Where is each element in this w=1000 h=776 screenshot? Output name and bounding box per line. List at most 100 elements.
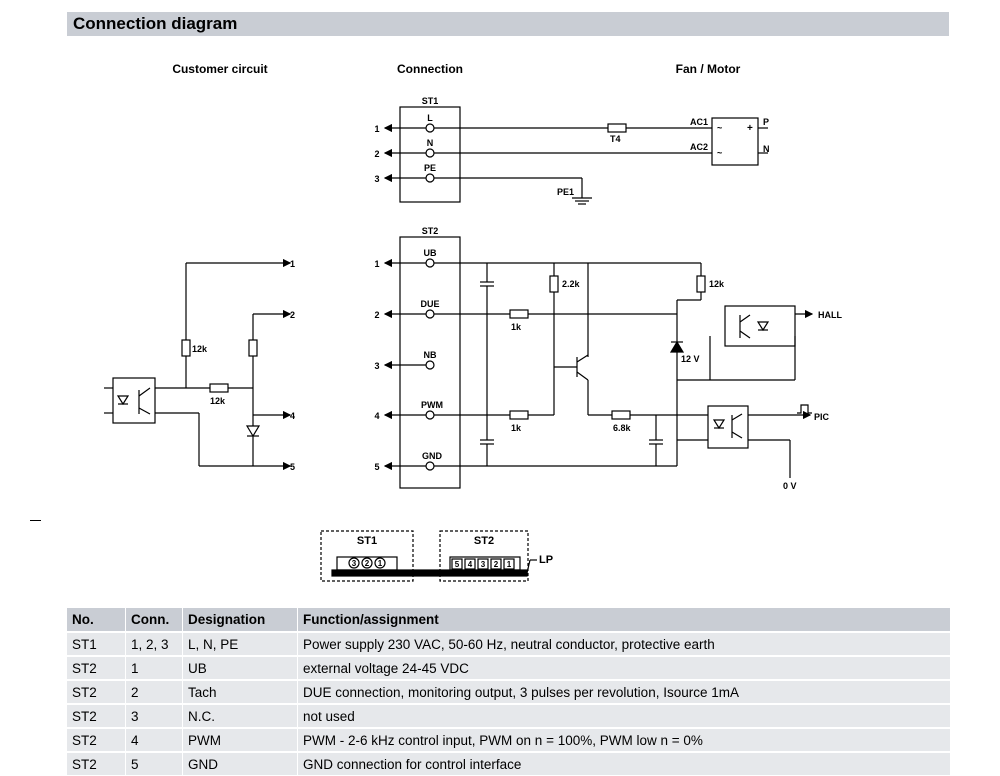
cell-conn: 1, 2, 3 [125,631,183,656]
table-header-row: No. Conn. Designation Function/assignmen… [67,608,950,632]
st1-pin-l: L [427,113,433,123]
st1-num-3: 3 [374,174,379,184]
cell-no: ST2 [67,655,126,680]
plug-st2-pin-5: 5 [455,560,460,569]
st2-pin-due: DUE [420,299,439,309]
plug-st2-pin-1: 1 [507,560,512,569]
connection-label: Connection [397,62,463,76]
zero-v-label: 0 V [783,481,797,491]
st1-pin-pe: PE [424,163,436,173]
plug-lp-label: LP [539,554,553,566]
customer-circuit: 1 2 4 5 12k 12k [104,258,295,472]
plug-st1-pin-1: 1 [378,559,383,568]
tilde-label-1: ~ [717,123,722,133]
r-1k-a-label: 1k [511,322,522,332]
cell-designation: GND [182,751,298,775]
cell-no: ST2 [67,751,126,775]
st2-pin-nb: NB [424,350,437,360]
cell-no: ST1 [67,631,126,656]
cell-no: ST2 [67,727,126,752]
st1-pin-n: N [427,138,434,148]
cell-no: ST2 [67,679,126,704]
pic-label: PIC [814,412,830,422]
st2-num-1: 1 [374,259,379,269]
cell-conn: 5 [125,751,183,775]
cell-conn: 4 [125,727,183,752]
pe1-label: PE1 [557,187,574,197]
ac1-label: AC1 [690,117,708,127]
st1-num-2: 2 [374,149,379,159]
st1-connector: ST1 L N PE 1 2 3 T4 AC1 [374,96,770,205]
cust-num-2: 2 [290,310,295,320]
cell-designation: N.C. [182,703,298,728]
fan-motor-label: Fan / Motor [676,62,741,76]
col-header-designation: Designation [182,608,298,632]
hall-label: HALL [818,310,842,320]
r-6k8-label: 6.8k [613,423,632,433]
r-1k-b-label: 1k [511,423,522,433]
cell-conn: 3 [125,703,183,728]
n-label: N [763,144,770,154]
plug-st2-pin-3: 3 [481,560,486,569]
st2-pin-gnd: GND [422,451,443,461]
cell-function: external voltage 24-45 VDC [297,655,950,680]
r-2k2-label: 2.2k [562,279,581,289]
cust-num-4: 4 [290,411,295,421]
plug-st2-pin-2: 2 [494,560,499,569]
col-header-conn: Conn. [125,608,183,632]
cell-designation: L, N, PE [182,631,298,656]
p-label: P [763,117,769,127]
tilde-label-2: ~ [717,148,722,158]
cust-r12k-a: 12k [192,344,208,354]
plug-st1-pin-2: 2 [365,559,370,568]
table-row: ST2 3 N.C. not used [67,703,950,728]
st2-pin-ub: UB [424,248,437,258]
customer-circuit-label: Customer circuit [172,62,267,76]
table-row: ST2 1 UB external voltage 24-45 VDC [67,655,950,680]
cell-designation: UB [182,655,298,680]
plug-st1-pin-3: 3 [352,559,357,568]
cell-no: ST2 [67,703,126,728]
table-row: ST2 2 Tach DUE connection, monitoring ou… [67,679,950,704]
col-header-function: Function/assignment [297,608,950,632]
st2-num-5: 5 [374,462,379,472]
plus-label: + [747,123,753,134]
plug-st1-label: ST1 [357,535,377,547]
table-row: ST1 1, 2, 3 L, N, PE Power supply 230 VA… [67,631,950,656]
plug-st2-pin-4: 4 [468,560,473,569]
margin-dash [30,520,41,521]
pin-assignment-table: No. Conn. Designation Function/assignmen… [67,608,950,775]
fuse-t4-label: T4 [610,134,621,144]
cust-num-5: 5 [290,462,295,472]
st2-connector: ST2 UB DUE NB PWM GND 1 2 3 4 5 [374,226,842,491]
cust-num-1: 1 [290,259,295,269]
st2-num-3: 3 [374,361,379,371]
cell-function: PWM - 2-6 kHz control input, PWM on n = … [297,727,950,752]
col-header-no: No. [67,608,126,632]
cell-function: DUE connection, monitoring output, 3 pul… [297,679,950,704]
cust-r12k-b: 12k [210,396,226,406]
plug-layout: ST1 ST2 LP 3 2 1 5 4 3 2 1 [320,530,553,582]
table-row: ST2 4 PWM PWM - 2-6 kHz control input, P… [67,727,950,752]
st2-label: ST2 [422,226,439,236]
cell-designation: Tach [182,679,298,704]
section-header: Connection diagram [67,12,949,36]
r-12k-label: 12k [709,279,725,289]
st2-num-2: 2 [374,310,379,320]
st2-num-4: 4 [374,411,379,421]
cell-function: Power supply 230 VAC, 50-60 Hz, neutral … [297,631,950,656]
connection-diagram: Customer circuit Connection Fan / Motor … [104,62,842,582]
table-row: ST2 5 GND GND connection for control int… [67,751,950,775]
plug-st2-label: ST2 [474,535,494,547]
cell-function: not used [297,703,950,728]
section-title: Connection diagram [73,14,238,33]
st2-pin-pwm: PWM [421,400,443,410]
cell-conn: 2 [125,679,183,704]
ac2-label: AC2 [690,142,708,152]
zener-label: 12 V [681,354,700,364]
st1-num-1: 1 [374,124,379,134]
cell-function: GND connection for control interface [297,751,950,775]
cell-designation: PWM [182,727,298,752]
cell-conn: 1 [125,655,183,680]
st1-label: ST1 [422,96,439,106]
